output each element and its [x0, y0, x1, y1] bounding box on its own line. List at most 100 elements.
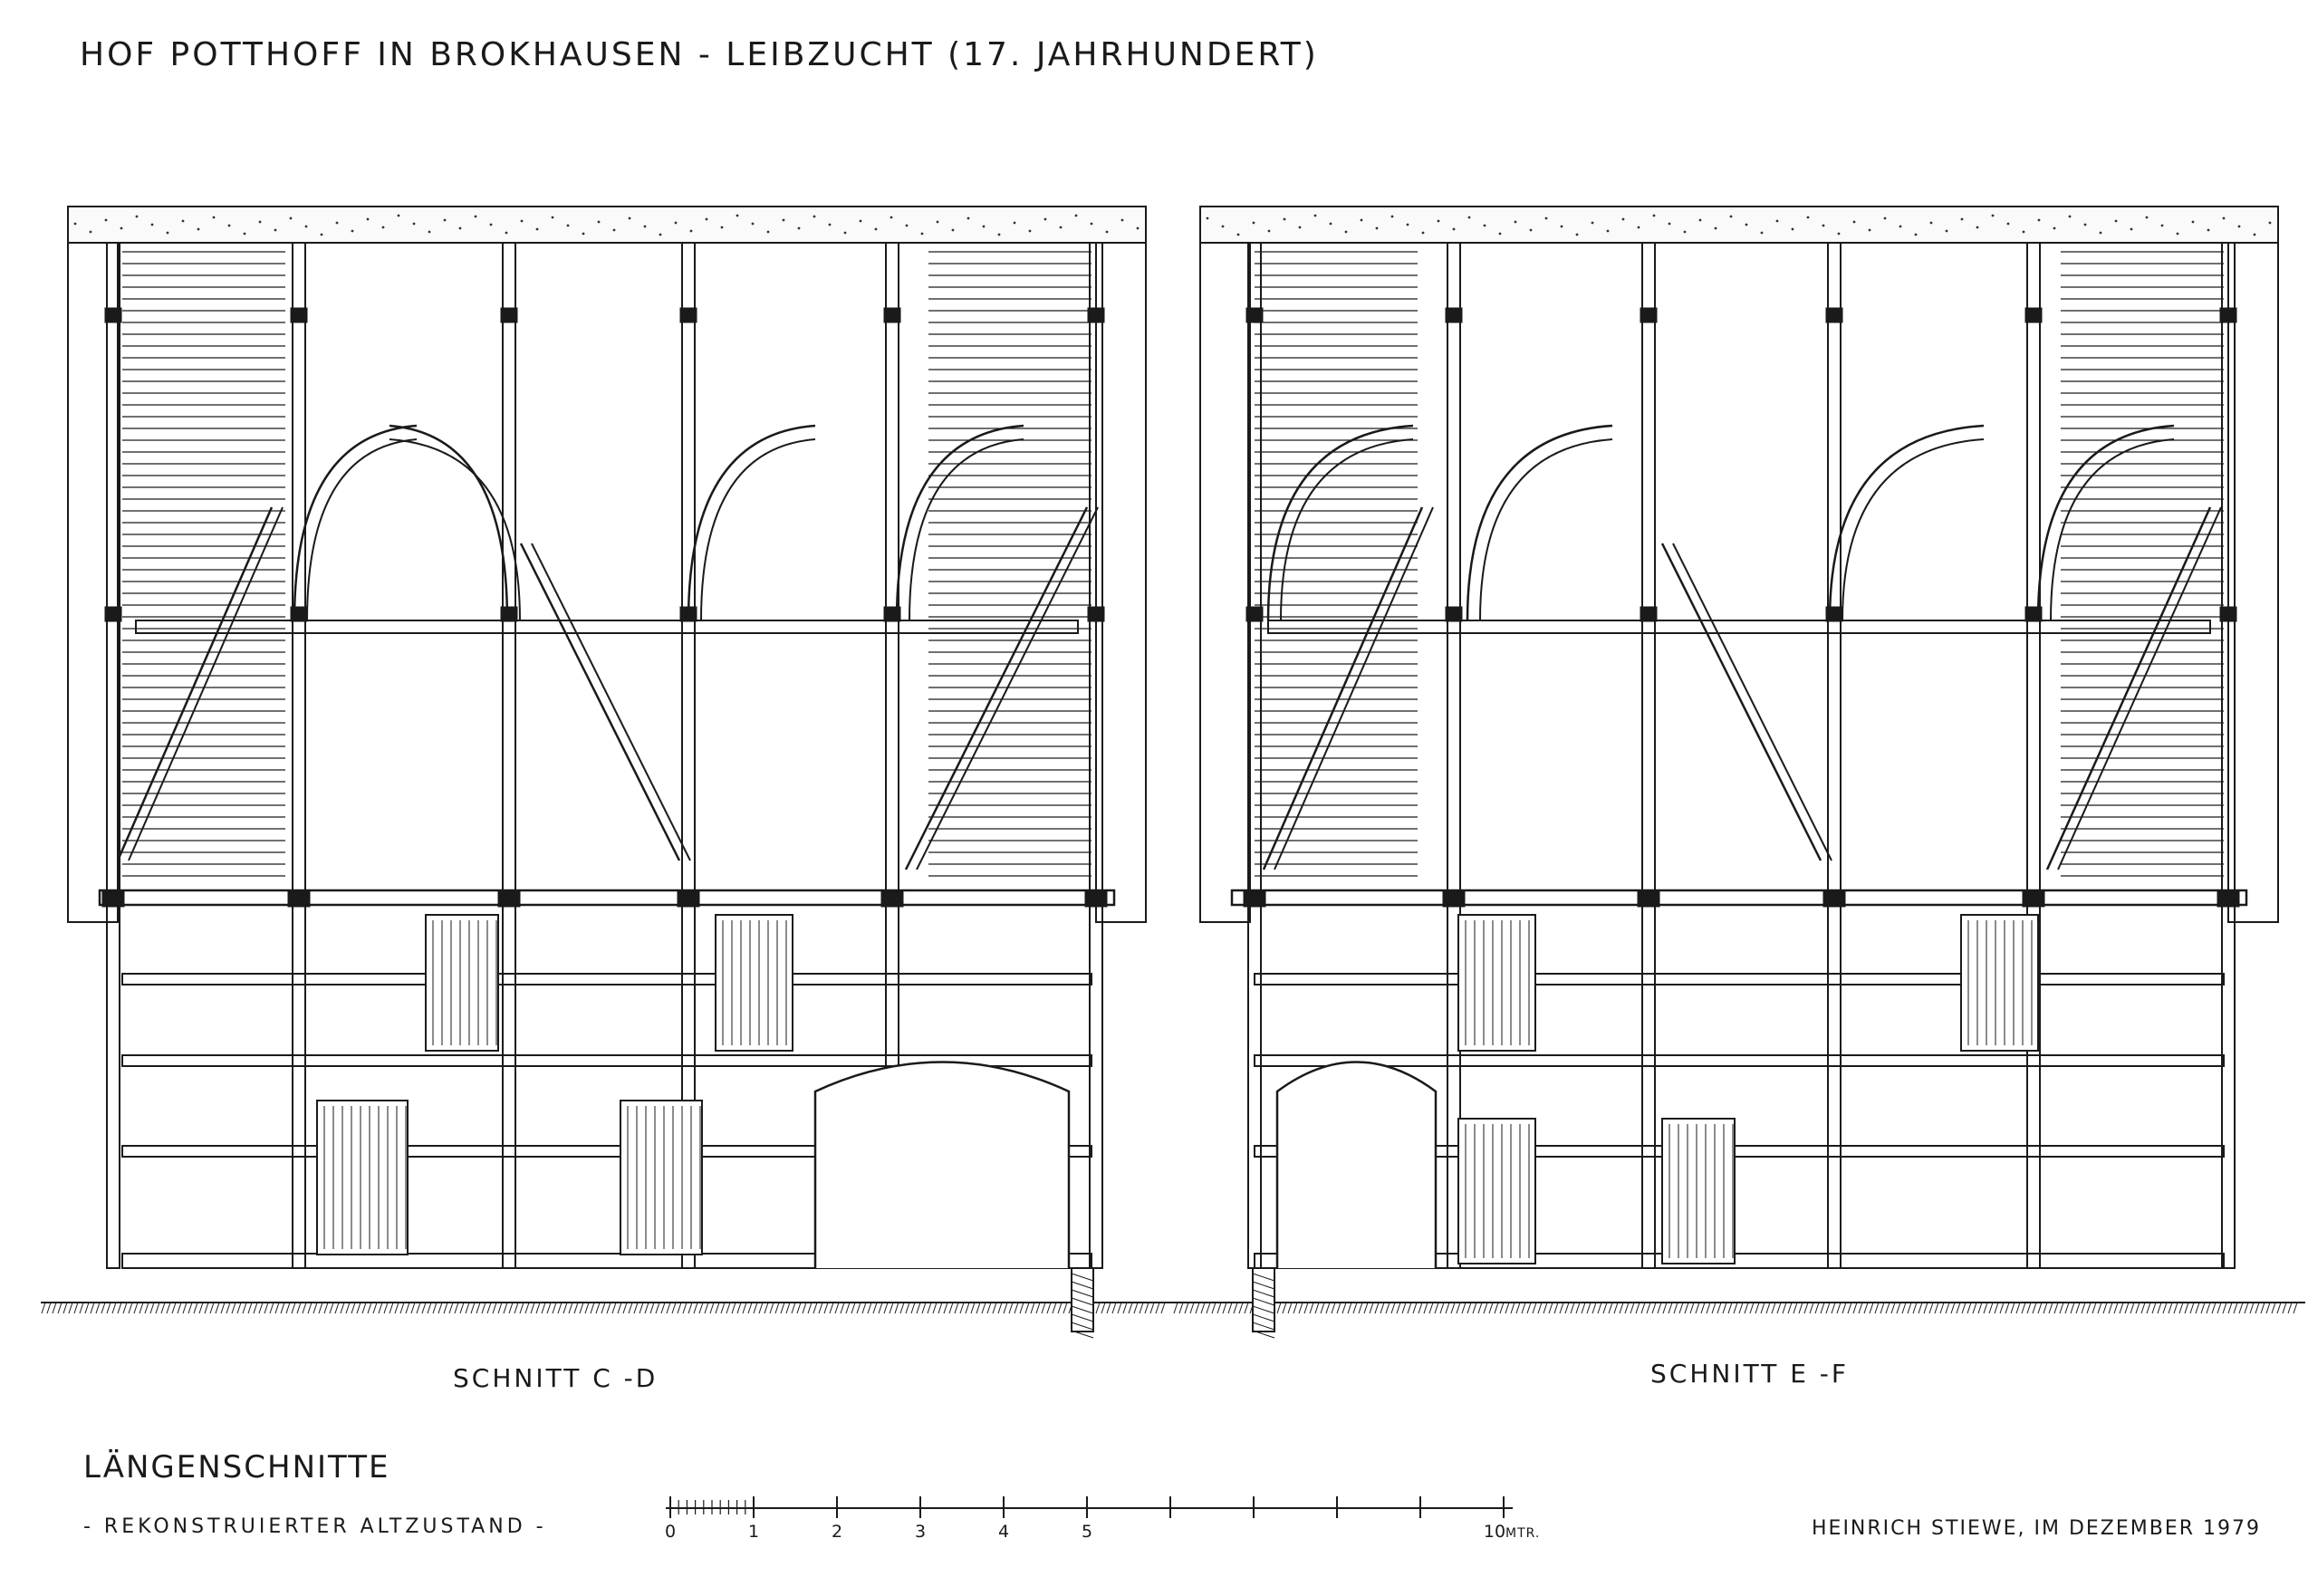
ground-hatch — [1635, 1302, 1640, 1314]
speckle — [2083, 223, 2087, 226]
ground-hatch — [2064, 1302, 2070, 1314]
speckle — [89, 230, 92, 234]
ground-hatch — [1030, 1302, 1035, 1314]
ground-hatch — [459, 1302, 465, 1314]
timber-post — [1827, 242, 1842, 1269]
peg-block — [883, 307, 901, 323]
speckle — [1698, 218, 1702, 222]
roof-beam — [1199, 206, 2279, 244]
board-door — [715, 914, 793, 1052]
speckle — [1837, 232, 1841, 236]
speckle — [551, 216, 554, 219]
ground-hatch — [1983, 1302, 1988, 1314]
ground-hatch — [579, 1302, 584, 1314]
speckle — [1452, 227, 1456, 231]
peg-block — [1825, 307, 1843, 323]
ground-hatch — [1896, 1302, 1901, 1314]
ground-hatch — [666, 1302, 671, 1314]
ground-hatch — [1342, 1302, 1347, 1314]
speckle — [843, 231, 847, 235]
ground-hatch — [1494, 1302, 1499, 1314]
wall-rail — [121, 1145, 1092, 1158]
speckle — [381, 226, 385, 229]
peg-block — [1445, 307, 1463, 323]
ground-hatch — [291, 1302, 296, 1314]
ground-hatch — [660, 1302, 666, 1314]
ground-hatch — [758, 1302, 764, 1314]
ground-hatch — [2053, 1302, 2059, 1314]
ground-hatch — [139, 1302, 144, 1314]
speckle — [1960, 217, 1964, 221]
ground-hatch — [226, 1302, 231, 1314]
speckle — [1136, 226, 1140, 230]
ground-hatch — [1673, 1302, 1678, 1314]
scale-label-0: 0 — [664, 1522, 677, 1542]
board-door — [620, 1100, 703, 1255]
ground-hatch — [2255, 1302, 2260, 1314]
ground-hatch — [1923, 1302, 1928, 1314]
speckle — [2053, 226, 2056, 230]
ground-hatch — [2043, 1302, 2048, 1314]
speckle — [1591, 221, 1594, 225]
ground-hatch — [894, 1302, 899, 1314]
ground-hatch — [2168, 1302, 2173, 1314]
timber-post — [2026, 242, 2041, 1269]
peg-block — [500, 606, 518, 622]
ground-hatch — [1477, 1302, 1483, 1314]
ground-hatch — [1646, 1302, 1651, 1314]
board-door — [316, 1100, 409, 1255]
ground-hatch — [2173, 1302, 2178, 1314]
ground-hatch — [1945, 1302, 1950, 1314]
speckle — [736, 214, 739, 217]
ground-hatch — [2233, 1302, 2238, 1314]
scale-label-2: 2 — [831, 1522, 843, 1542]
ground-hatch — [883, 1302, 889, 1314]
ground-hatch — [688, 1302, 693, 1314]
ground-hatch — [1564, 1302, 1570, 1314]
ground-hatch — [2276, 1302, 2282, 1314]
ground-hatch — [79, 1302, 84, 1314]
ground-hatch — [1101, 1302, 1106, 1314]
ground-hatch — [519, 1302, 524, 1314]
ground-hatch — [2260, 1302, 2265, 1314]
ground-hatch — [1298, 1302, 1303, 1314]
curved-brace — [1842, 438, 1985, 621]
speckle — [104, 218, 108, 222]
diagonal-brace — [116, 506, 274, 861]
ground-hatch — [399, 1302, 405, 1314]
peg-block — [1087, 606, 1105, 622]
ground-hatch — [465, 1302, 470, 1314]
board-door — [1457, 1118, 1536, 1264]
speckle — [458, 226, 462, 230]
speckle — [936, 220, 939, 224]
ground-hatch — [1467, 1302, 1472, 1314]
speckle — [2207, 228, 2210, 232]
speckle — [2130, 227, 2133, 231]
ground-hatch — [1439, 1302, 1445, 1314]
peg-block — [2219, 606, 2237, 622]
ground-hatch — [780, 1302, 785, 1314]
ground-hatch — [568, 1302, 573, 1314]
curved-brace — [306, 438, 418, 621]
speckle — [2222, 216, 2226, 220]
ground-hatch — [318, 1302, 323, 1314]
ground-hatch — [1994, 1302, 1999, 1314]
ground-hatch — [1619, 1302, 1624, 1314]
ground-hatch — [1363, 1302, 1369, 1314]
ground-hatch — [2070, 1302, 2075, 1314]
ground-hatch — [948, 1302, 954, 1314]
foundation-hatch — [1252, 1313, 1275, 1322]
speckle — [1514, 220, 1517, 224]
ground-hatch — [910, 1302, 916, 1314]
ground-hatch — [454, 1302, 459, 1314]
speckle — [2099, 231, 2102, 235]
ground-hatch — [1434, 1302, 1439, 1314]
ground-hatch — [1407, 1302, 1412, 1314]
speckle — [135, 215, 139, 218]
ground-hatch — [2075, 1302, 2081, 1314]
foundation-stone — [1071, 1267, 1094, 1332]
speckle — [1329, 222, 1332, 226]
floor-plate — [1230, 889, 2248, 907]
ground-hatch — [1798, 1302, 1803, 1314]
